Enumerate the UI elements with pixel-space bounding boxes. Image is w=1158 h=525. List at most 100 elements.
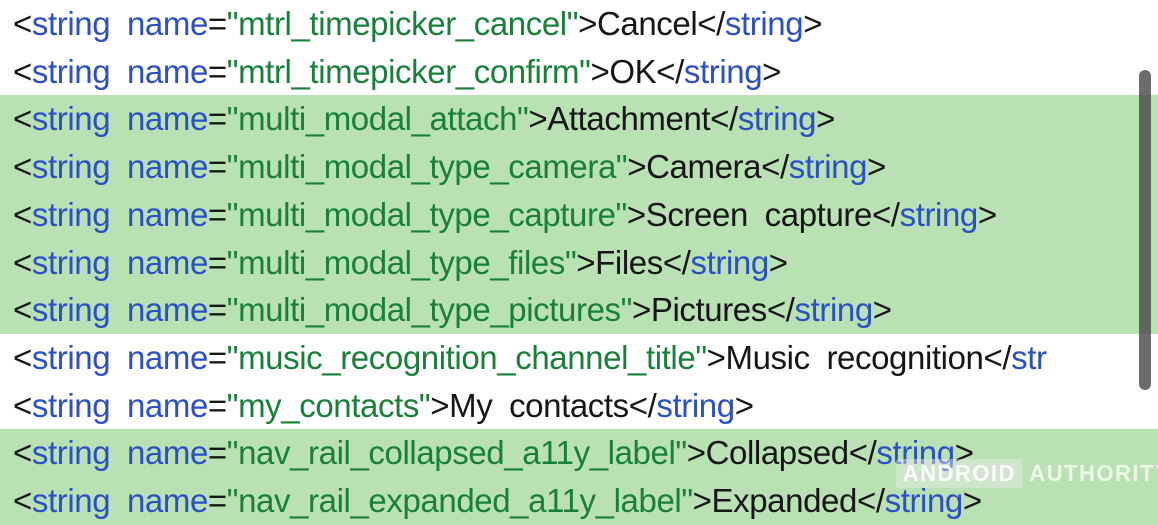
xml-closing-tag-name: string	[724, 5, 804, 42]
xml-attr-value: "nav_rail_expanded_a11y_label"	[226, 482, 693, 520]
xml-attr-value: "music_recognition_channel_title"	[226, 339, 707, 377]
xml-closing-close-bracket: >	[872, 291, 892, 329]
xml-attr-name: name	[126, 339, 208, 377]
code-line: <string name="multi_modal_attach">Attach…	[0, 95, 1158, 144]
xml-text-content: Cancel	[596, 5, 698, 42]
xml-closing-open-bracket: </	[628, 386, 657, 424]
xml-tag-name: string	[31, 148, 111, 186]
xml-closing-open-bracket: </	[766, 291, 795, 329]
xml-closing-open-bracket: </	[662, 243, 691, 281]
xml-close-bracket: >	[590, 52, 610, 90]
code-line: <string name="music_recognition_channel_…	[0, 334, 1158, 382]
xml-close-bracket: >	[692, 482, 712, 520]
xml-close-bracket: >	[706, 339, 726, 377]
xml-closing-tag-name: string	[794, 291, 873, 329]
xml-attr-value: "multi_modal_type_pictures"	[226, 291, 633, 329]
xml-closing-close-bracket: >	[977, 195, 997, 233]
xml-closing-close-bracket: >	[962, 482, 982, 520]
xml-attr-name: name	[126, 148, 208, 186]
xml-attr-value: "multi_modal_type_files"	[226, 243, 577, 281]
xml-text-content: Pictures	[650, 291, 767, 329]
xml-equals: =	[207, 100, 227, 138]
code-line: <string name="mtrl_timepicker_confirm">O…	[0, 48, 1158, 96]
xml-closing-close-bracket: >	[734, 386, 754, 424]
xml-close-bracket: >	[627, 148, 647, 186]
xml-attr-value: "mtrl_timepicker_confirm"	[226, 52, 591, 90]
xml-closing-close-bracket: >	[816, 100, 835, 138]
xml-close-bracket: >	[631, 291, 651, 329]
xml-attr-name: name	[126, 100, 208, 138]
xml-equals: =	[207, 195, 227, 233]
xml-text-content: Collapsed	[705, 434, 850, 472]
xml-close-bracket: >	[430, 386, 450, 424]
xml-close-bracket: >	[686, 434, 706, 472]
xml-open-bracket: <	[13, 243, 32, 281]
xml-attr-value: "mtrl_timepicker_cancel"	[226, 5, 579, 42]
xml-equals: =	[207, 291, 227, 329]
xml-open-bracket: <	[13, 482, 32, 520]
xml-closing-close-bracket: >	[768, 243, 788, 281]
xml-space	[110, 244, 127, 281]
xml-equals: =	[207, 339, 227, 377]
xml-space	[110, 148, 127, 185]
xml-closing-tag-name: string	[690, 243, 770, 281]
xml-closing-close-bracket: >	[803, 5, 823, 42]
xml-equals: =	[207, 148, 227, 186]
xml-closing-tag-name: string	[884, 482, 964, 520]
xml-closing-tag-name: string	[876, 434, 955, 472]
xml-text-content: Music recognition	[725, 339, 984, 377]
xml-open-bracket: <	[13, 434, 32, 472]
xml-text-content: Expanded	[711, 482, 858, 520]
xml-closing-open-bracket: </	[848, 434, 877, 472]
xml-equals: =	[207, 434, 227, 472]
xml-space	[110, 5, 127, 42]
xml-attr-name: name	[126, 52, 208, 90]
xml-equals: =	[207, 386, 227, 424]
xml-equals: =	[207, 52, 227, 90]
xml-text-content: Screen capture	[645, 195, 873, 233]
scrollbar-thumb[interactable]	[1139, 70, 1151, 390]
xml-open-bracket: <	[13, 5, 32, 42]
xml-equals: =	[207, 482, 227, 520]
xml-close-bracket: >	[528, 100, 548, 138]
xml-attr-value: "multi_modal_attach"	[226, 100, 529, 138]
xml-closing-tag-name: string	[656, 386, 735, 424]
xml-attr-name: name	[126, 434, 208, 472]
xml-text-content: Files	[595, 243, 663, 281]
xml-attr-name: name	[126, 386, 208, 424]
watermark-android-label: ANDROID	[896, 459, 1023, 488]
xml-closing-open-bracket: </	[871, 195, 900, 233]
xml-closing-open-bracket: </	[710, 100, 738, 138]
xml-tag-name: string	[31, 243, 111, 281]
code-line: <string name="mtrl_timepicker_cancel">Ca…	[0, 0, 1158, 48]
xml-open-bracket: <	[13, 100, 32, 138]
code-line: <string name="multi_modal_type_capture">…	[0, 190, 1158, 239]
xml-tag-name: string	[31, 339, 111, 377]
xml-space	[110, 339, 127, 376]
xml-equals: =	[207, 5, 227, 42]
xml-attr-value: "nav_rail_collapsed_a11y_label"	[226, 434, 687, 472]
xml-open-bracket: <	[13, 386, 32, 424]
xml-closing-open-bracket: </	[761, 148, 789, 186]
xml-open-bracket: <	[13, 291, 32, 329]
xml-closing-close-bracket: >	[762, 52, 782, 90]
xml-text-content: My contacts	[449, 386, 629, 424]
xml-attr-name: name	[126, 482, 208, 520]
xml-attr-name: name	[126, 195, 208, 233]
xml-attr-name: name	[126, 243, 208, 281]
xml-close-bracket: >	[626, 195, 646, 233]
xml-open-bracket: <	[13, 148, 32, 186]
xml-tag-name: string	[31, 5, 111, 42]
xml-open-bracket: <	[13, 195, 32, 233]
code-line: < string name="nav_rail_expanded_a11y_lab…	[0, 477, 1158, 525]
xml-space	[110, 482, 127, 519]
xml-attr-value: "multi_modal_type_camera"	[226, 148, 628, 186]
xml-tag-name: string	[31, 291, 111, 329]
xml-equals: =	[207, 243, 227, 281]
xml-text-content: Camera	[646, 148, 762, 186]
xml-text-content: Attachment	[547, 100, 711, 138]
xml-close-bracket: >	[576, 243, 596, 281]
xml-close-bracket: >	[578, 5, 597, 42]
xml-space	[110, 100, 127, 137]
